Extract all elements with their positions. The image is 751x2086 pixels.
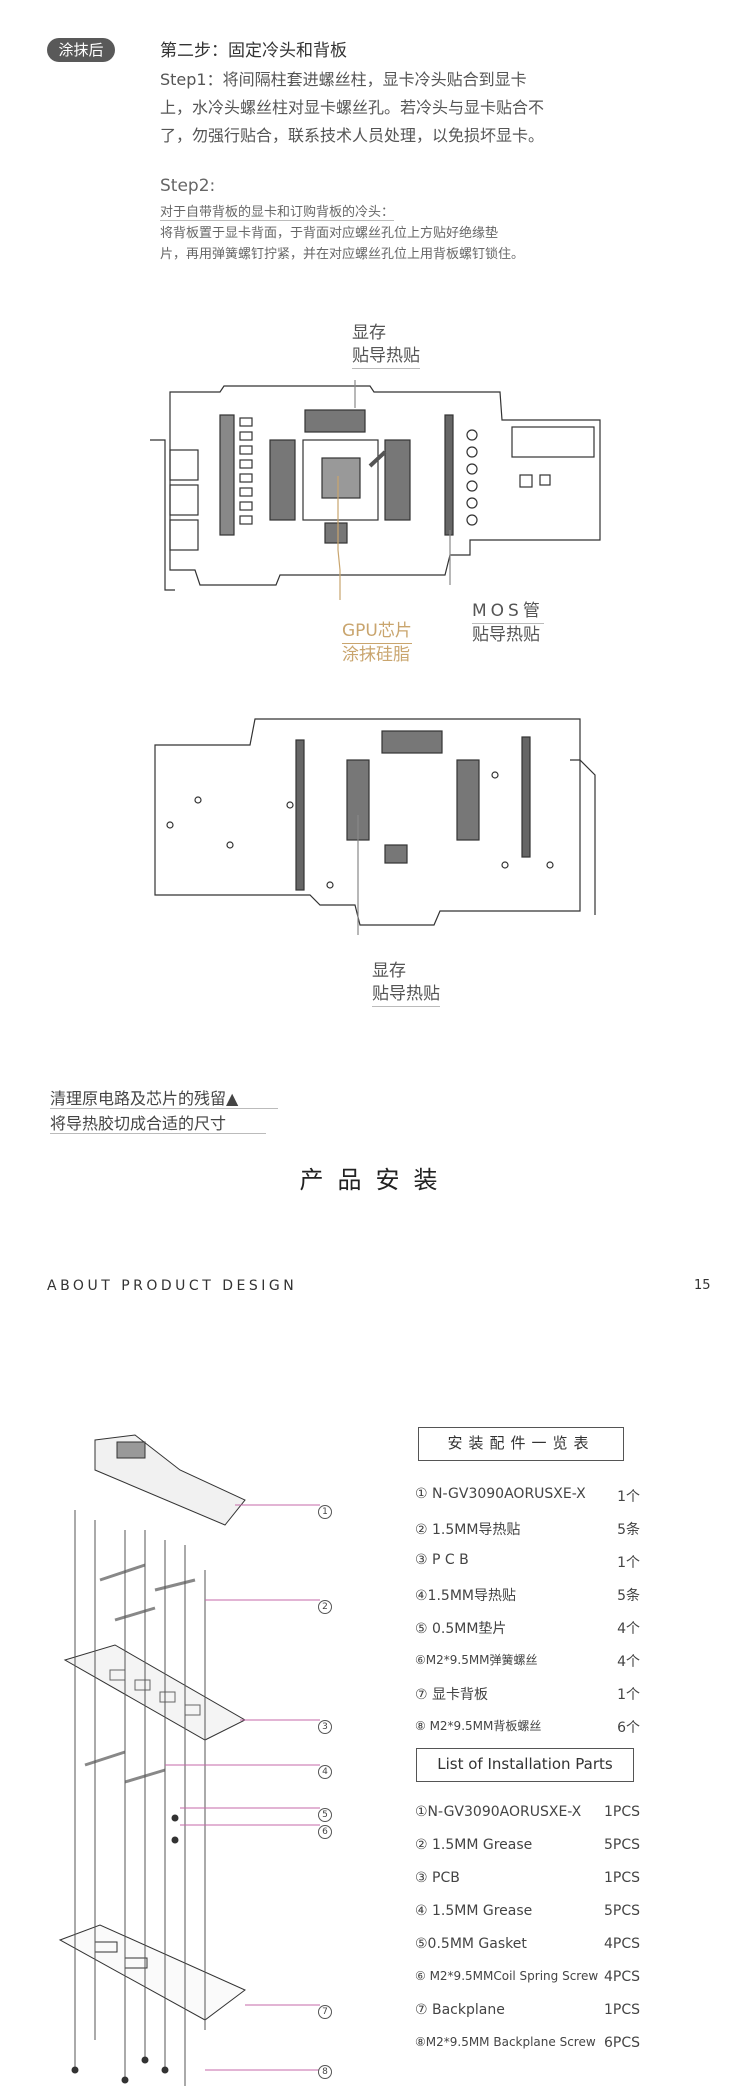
gpu-frame xyxy=(302,439,379,521)
gpu-die xyxy=(321,457,361,499)
mos-strip xyxy=(521,736,531,858)
io-port xyxy=(169,519,199,551)
callout-leaders xyxy=(165,1504,320,2071)
small-chip xyxy=(384,844,408,864)
pcb-back-diagram xyxy=(154,718,596,935)
vram-chip xyxy=(269,439,296,521)
pcb-outline xyxy=(169,385,601,586)
step2-title: Step2: xyxy=(160,176,216,196)
mos-strip xyxy=(295,739,305,891)
parts-cn-title: 安装配件一览表 xyxy=(418,1427,624,1461)
component xyxy=(519,474,533,488)
syringe-icon xyxy=(368,450,387,468)
power-stage-left xyxy=(239,417,253,525)
mount-holes xyxy=(166,771,554,889)
io-bracket xyxy=(570,759,596,915)
vram-chip xyxy=(384,439,411,521)
vram-chip xyxy=(381,730,443,754)
step2-line-1: 对于自带背板的显卡和订购背板的冷头： xyxy=(160,205,395,221)
power-connector xyxy=(511,426,595,458)
water-block-terminal xyxy=(116,1441,146,1459)
io-port xyxy=(169,484,199,516)
mos-array-left xyxy=(219,414,235,536)
callout-6: 6 xyxy=(318,1825,332,1839)
callout-7: 7 xyxy=(318,2005,332,2019)
callout-8: 8 xyxy=(318,2065,332,2079)
exploded-view-diagram xyxy=(58,1434,320,2086)
capacitor-column xyxy=(466,429,478,526)
step-title: 第二步：固定冷头和背板 xyxy=(160,41,347,61)
page-number: 15 xyxy=(694,1278,711,1293)
thermal-pads xyxy=(99,1563,196,1622)
callout-2: 2 xyxy=(318,1600,332,1614)
note-1: 清理原电路及芯片的残留▲ xyxy=(50,1085,279,1109)
screw-guides xyxy=(74,1510,206,2086)
instruction-line-2: 上，水冷头螺丝柱对显卡螺丝孔。若冷头与显卡贴合不 xyxy=(160,98,545,117)
io-bracket xyxy=(150,439,175,591)
step-badge: 涂抹后 xyxy=(47,38,115,62)
gpu-leader xyxy=(337,476,341,600)
note-2: 将导热胶切成合适的尺寸 xyxy=(50,1110,267,1134)
parts-en-title: List of Installation Parts xyxy=(416,1748,634,1782)
step2-line-2: 将背板置于显卡背面，于背面对应螺丝孔位上方贴好绝缘垫 xyxy=(160,226,499,241)
footer-about: ABOUT PRODUCT DESIGN xyxy=(47,1278,298,1294)
section-title: 产品安装 xyxy=(299,1166,452,1194)
small-chip xyxy=(324,522,348,544)
instruction-line-3: 了，勿强行贴合，联系技术人员处理，以免损坏显卡。 xyxy=(160,126,545,145)
callout-5: 5 xyxy=(318,1808,332,1822)
pcb-layer xyxy=(63,1644,247,1741)
mos-label: MOS管 贴导热贴 xyxy=(472,601,544,645)
callout-3: 3 xyxy=(318,1720,332,1734)
callout-1: 1 xyxy=(318,1505,332,1519)
io-port xyxy=(169,449,199,481)
vram-chip xyxy=(304,409,366,433)
instruction-line-1: Step1：将间隔柱套进螺丝柱，显卡冷头贴合到显卡 xyxy=(160,70,527,89)
vram-chip xyxy=(456,759,480,841)
gpu-label: GPU芯片 涂抹硅脂 xyxy=(342,621,412,665)
callout-4: 4 xyxy=(318,1765,332,1779)
mos-array-right xyxy=(444,414,454,536)
pcb-front-diagram xyxy=(150,380,601,600)
component xyxy=(539,474,551,486)
back-vram-label: 显存 贴导热贴 xyxy=(372,960,440,1007)
backplate-layer xyxy=(58,1924,246,2021)
step2-line-3: 片，再用弹簧螺钉拧紧，并在对应螺丝孔位上用背板螺钉锁住。 xyxy=(160,247,525,262)
front-vram-label: 显存 贴导热贴 xyxy=(352,322,420,369)
screws xyxy=(71,1814,179,2084)
